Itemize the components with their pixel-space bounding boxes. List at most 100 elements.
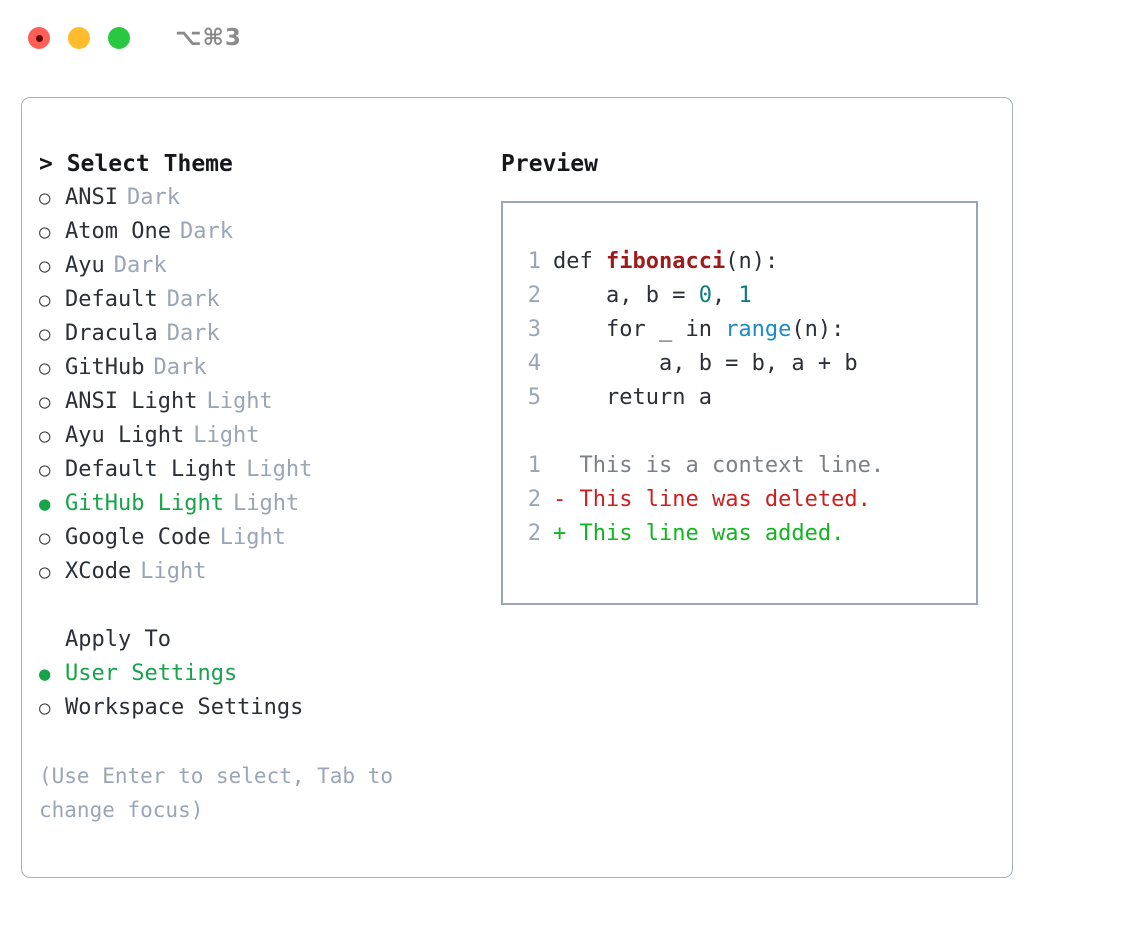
preview-column: Preview 1 def fibonacci(n): 2 a, b = 0, … — [501, 147, 991, 605]
radio-unselected-icon: ○ — [39, 289, 51, 311]
traffic-light-buttons — [28, 27, 130, 49]
theme-option-dracula-dark[interactable]: ○ Dracula Dark — [39, 317, 479, 351]
code-line: 1 def fibonacci(n): — [519, 245, 884, 279]
title-bar: ⌥⌘3 — [0, 0, 1140, 76]
apply-to-option-list: ● User Settings ○ Workspace Settings — [39, 657, 479, 725]
line-number: 3 — [527, 317, 541, 342]
code-text: return a — [553, 381, 712, 415]
radio-unselected-icon: ○ — [39, 187, 51, 209]
theme-option-default-dark[interactable]: ○ Default Dark — [39, 283, 479, 317]
radio-unselected-icon: ○ — [39, 391, 51, 413]
theme-option-github-dark[interactable]: ○ GitHub Dark — [39, 351, 479, 385]
radio-unselected-icon: ○ — [39, 425, 51, 447]
theme-kind-tag: Light — [206, 389, 273, 414]
diff-line-deleted: 2 - This line was deleted. — [519, 483, 884, 517]
code-line: 4 a, b = b, a + b — [519, 347, 884, 381]
apply-to-option-workspace-settings[interactable]: ○ Workspace Settings — [39, 691, 479, 725]
line-number: 5 — [527, 385, 541, 410]
section-spacer — [39, 589, 479, 623]
radio-unselected-icon: ○ — [39, 255, 51, 277]
theme-option-default-light[interactable]: ○ Default Light Light — [39, 453, 479, 487]
code-token: a, b = b, a + b — [553, 351, 858, 376]
theme-option-atom-one-dark[interactable]: ○ Atom One Dark — [39, 215, 479, 249]
theme-name: Google Code — [65, 525, 211, 550]
code-token-function: fibonacci — [605, 249, 726, 274]
theme-option-ansi-dark[interactable]: ○ ANSI Dark — [39, 181, 479, 215]
apply-to-label: Workspace Settings — [65, 695, 304, 720]
radio-unselected-icon: ○ — [39, 697, 51, 719]
theme-kind-tag: Light — [140, 559, 207, 584]
zoom-window-button[interactable] — [108, 27, 130, 49]
preview-code-box: 1 def fibonacci(n): 2 a, b = 0, 1 3 for … — [501, 201, 978, 605]
code-line: 3 for _ in range(n): — [519, 313, 884, 347]
select-theme-header: > Select Theme — [39, 151, 233, 177]
radio-selected-icon: ● — [39, 663, 51, 685]
radio-unselected-icon: ○ — [39, 561, 51, 583]
diff-text: This is a context line. — [579, 453, 885, 478]
line-number: 1 — [527, 453, 541, 478]
theme-kind-tag: Light — [246, 457, 313, 482]
theme-option-xcode[interactable]: ○ XCode Light — [39, 555, 479, 589]
theme-kind-tag: Dark — [179, 219, 233, 244]
theme-kind-tag: Light — [219, 525, 286, 550]
line-number: 4 — [527, 351, 541, 376]
apply-to-label: User Settings — [65, 661, 238, 686]
theme-name: Dracula — [65, 321, 158, 346]
theme-option-ayu-dark[interactable]: ○ Ayu Dark — [39, 249, 479, 283]
close-window-button[interactable] — [28, 27, 50, 49]
theme-name: Ayu Light — [65, 423, 185, 448]
theme-name: ANSI — [65, 185, 118, 210]
theme-kind-tag: Dark — [166, 321, 220, 346]
theme-option-list: ○ ANSI Dark ○ Atom One Dark ○ Ayu Dark — [39, 181, 479, 589]
radio-unselected-icon: ○ — [39, 527, 51, 549]
code-line: 2 a, b = 0, 1 — [519, 279, 884, 313]
radio-unselected-icon: ○ — [39, 323, 51, 345]
apply-to-option-user-settings[interactable]: ● User Settings — [39, 657, 479, 691]
theme-option-ansi-light[interactable]: ○ ANSI Light Light — [39, 385, 479, 419]
theme-selector-column: > Select Theme ○ ANSI Dark ○ Atom One Da… — [39, 147, 479, 827]
code-token: def — [553, 249, 606, 274]
theme-kind-tag: Dark — [113, 253, 167, 278]
code-token: return a — [553, 385, 712, 410]
preview-header: Preview — [501, 151, 598, 177]
theme-name: ANSI Light — [65, 389, 198, 414]
minimize-window-button[interactable] — [68, 27, 90, 49]
code-token-number: 1 — [738, 283, 752, 308]
diff-line-context: 1 This is a context line. — [519, 449, 884, 483]
code-line: 5 return a — [519, 381, 884, 415]
radio-unselected-icon: ○ — [39, 221, 51, 243]
theme-name: XCode — [65, 559, 132, 584]
apply-to-header: Apply To — [65, 627, 171, 652]
theme-name: GitHub Light — [65, 491, 224, 516]
line-number: 2 — [527, 487, 541, 512]
code-text: for _ in range(n): — [553, 313, 844, 347]
preview-code-content: 1 def fibonacci(n): 2 a, b = 0, 1 3 for … — [519, 245, 884, 551]
theme-name: GitHub — [65, 355, 145, 380]
radio-unselected-icon: ○ — [39, 459, 51, 481]
radio-selected-icon: ● — [39, 493, 51, 515]
theme-option-github-light[interactable]: ● GitHub Light Light — [39, 487, 479, 521]
diff-sign: + — [553, 521, 580, 546]
theme-name: Atom One — [65, 219, 171, 244]
theme-option-ayu-light[interactable]: ○ Ayu Light Light — [39, 419, 479, 453]
keyboard-shortcut-label: ⌥⌘3 — [175, 25, 242, 51]
theme-kind-tag: Dark — [153, 355, 207, 380]
theme-kind-tag: Dark — [166, 287, 220, 312]
theme-option-google-code[interactable]: ○ Google Code Light — [39, 521, 479, 555]
code-token: for _ in — [553, 317, 726, 342]
diff-text: This line was deleted. — [579, 487, 871, 512]
theme-kind-tag: Light — [193, 423, 260, 448]
diff-sign: - — [553, 487, 580, 512]
code-text: def fibonacci(n): — [553, 245, 778, 279]
theme-name: Default — [65, 287, 158, 312]
theme-name: Ayu — [65, 253, 105, 278]
code-token: (n): — [791, 317, 845, 342]
theme-name: Default Light — [65, 457, 238, 482]
keyboard-hint-text: (Use Enter to select, Tab to change focu… — [39, 764, 406, 822]
diff-spacer — [519, 415, 884, 449]
code-token: a, b = — [553, 283, 699, 308]
code-text: a, b = 0, 1 — [553, 279, 752, 313]
theme-kind-tag: Dark — [126, 185, 180, 210]
radio-unselected-icon: ○ — [39, 357, 51, 379]
